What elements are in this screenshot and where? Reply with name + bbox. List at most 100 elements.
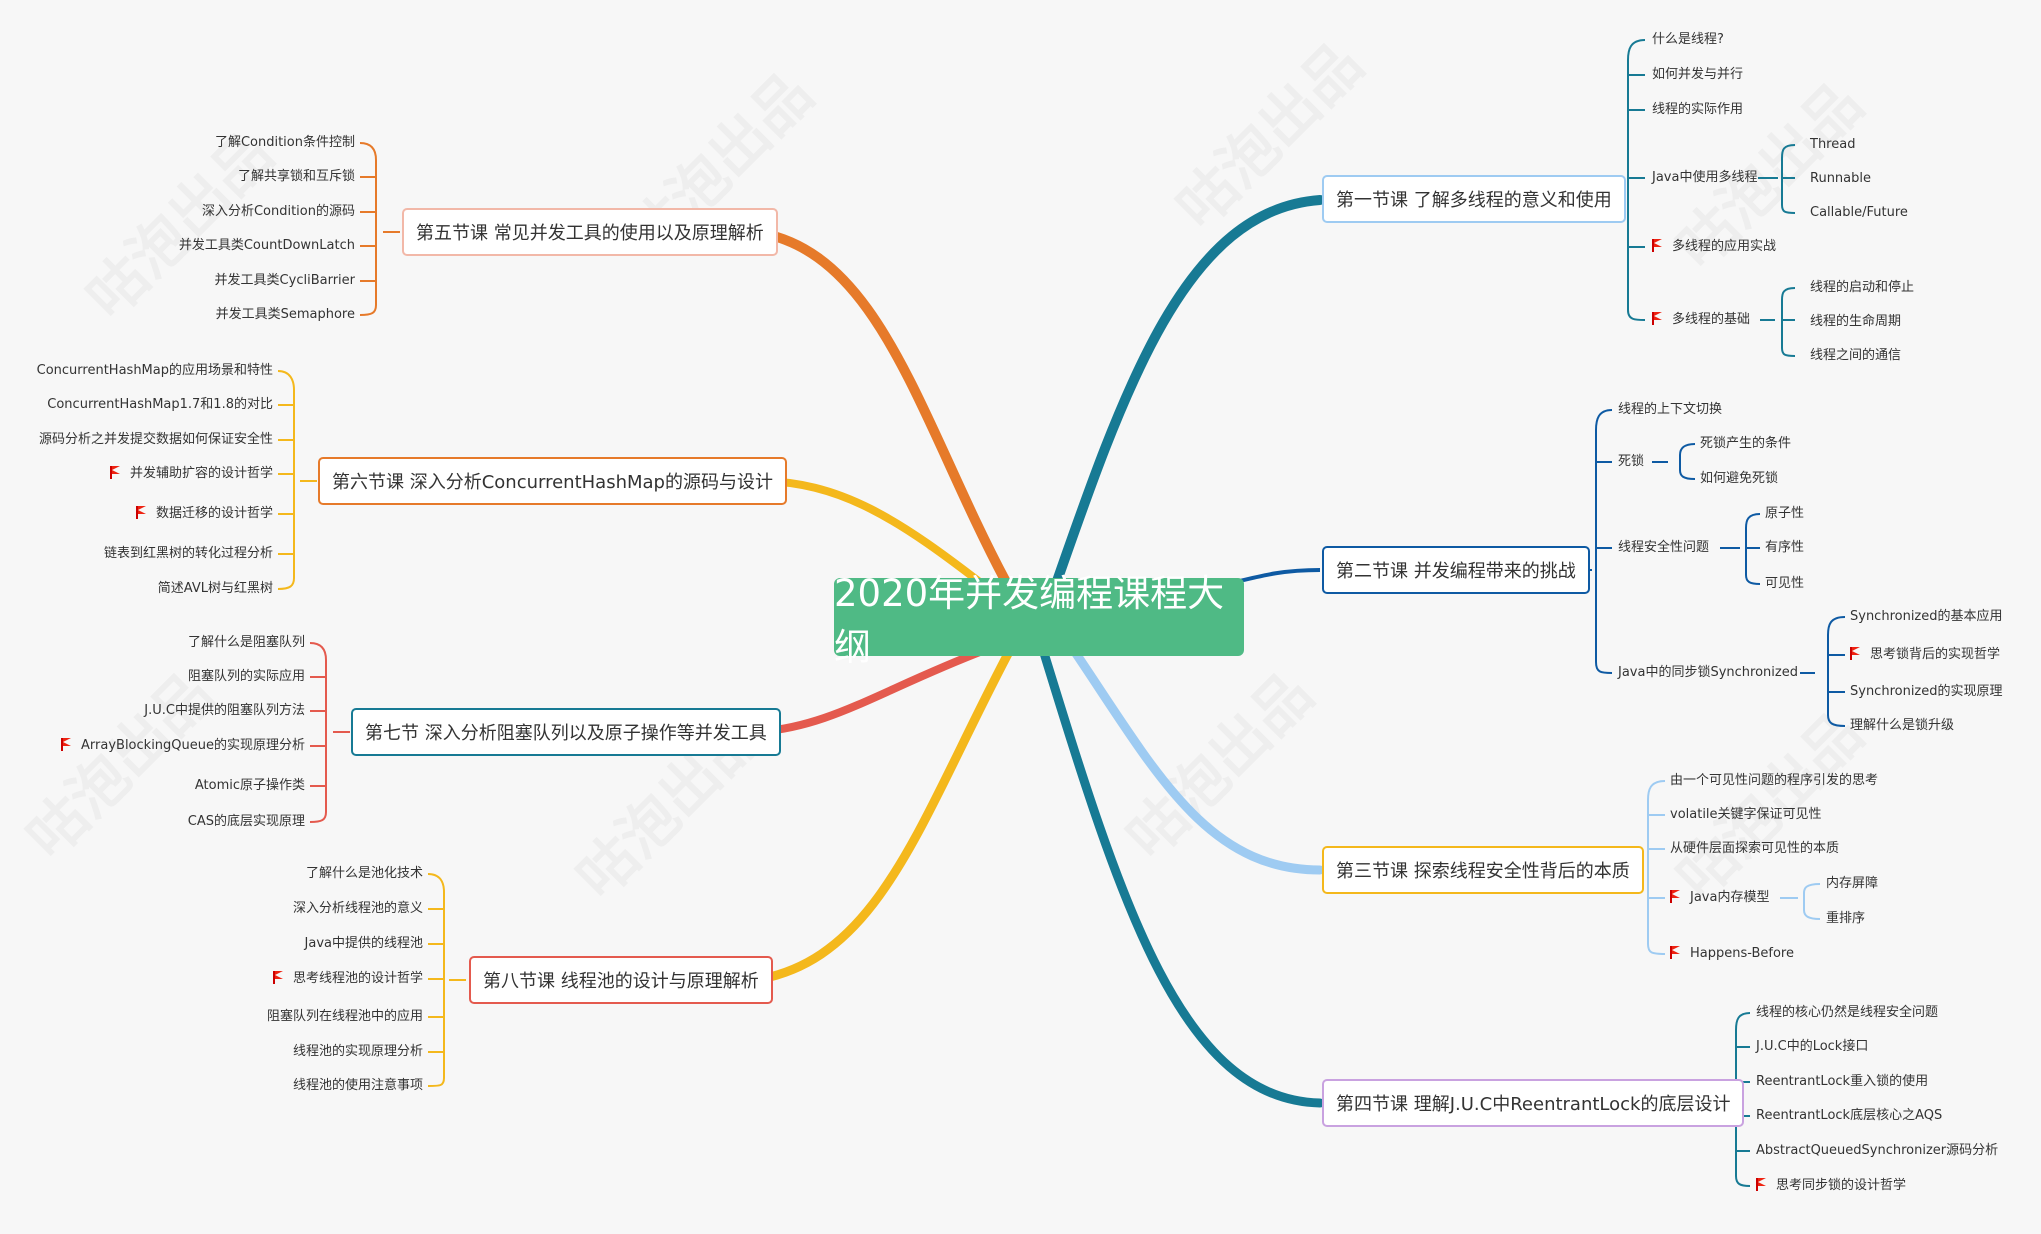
s2-deadlock-sub[interactable]: 如何避免死锁 (1700, 471, 1779, 486)
flag-icon (109, 466, 122, 479)
s1-base-sub[interactable]: 线程之间的通信 (1810, 348, 1902, 363)
s2-item[interactable]: 线程安全性问题 (1618, 540, 1710, 555)
flag-icon (1850, 647, 1862, 660)
s2-safety-sub[interactable]: 原子性 (1765, 506, 1805, 521)
section-6[interactable]: 第六节课 深入分析ConcurrentHashMap的源码与设计 (318, 457, 787, 505)
section-4[interactable]: 第四节课 理解J.U.C中ReentrantLock的底层设计 (1322, 1079, 1745, 1127)
s3-item-flagged[interactable]: Java内存模型 (1670, 890, 1769, 906)
s1-java-sub[interactable]: Runnable (1810, 171, 1871, 186)
s6-item-label: 并发辅助扩容的设计哲学 (129, 466, 273, 481)
section-3[interactable]: 第三节课 探索线程安全性背后的本质 (1322, 846, 1644, 894)
s1-item[interactable]: 线程的实际作用 (1652, 102, 1744, 117)
flag-icon (1652, 239, 1664, 252)
s6-item[interactable]: 链表到红黑树的转化过程分析 (103, 546, 273, 561)
s8-item[interactable]: 了解什么是池化技术 (305, 866, 423, 881)
s6-item[interactable]: 简述AVL树与红黑树 (157, 581, 273, 596)
s3-item-flagged[interactable]: Happens-Before (1670, 946, 1794, 962)
s1-java-sub[interactable]: Thread (1810, 137, 1856, 152)
s5-item[interactable]: 了解共享锁和互斥锁 (237, 169, 355, 184)
s2-sync-sub-flagged[interactable]: 思考锁背后的实现哲学 (1850, 647, 2000, 663)
s1-item-flagged[interactable]: 多线程的应用实战 (1652, 239, 1776, 255)
s4-item[interactable]: 线程的核心仍然是线程安全问题 (1756, 1005, 1939, 1020)
s4-item-flagged[interactable]: 思考同步锁的设计哲学 (1756, 1178, 1906, 1194)
s3-item[interactable]: 由一个可见性问题的程序引发的思考 (1670, 773, 1879, 788)
s1-java-sub[interactable]: Callable/Future (1810, 205, 1908, 220)
s6-item[interactable]: 源码分析之并发提交数据如何保证安全性 (38, 432, 273, 447)
s7-item[interactable]: J.U.C中提供的阻塞队列方法 (144, 703, 305, 718)
s6-item[interactable]: ConcurrentHashMap的应用场景和特性 (36, 363, 273, 378)
s7-item[interactable]: 阻塞队列的实际应用 (187, 669, 305, 684)
flag-icon (1756, 1178, 1768, 1191)
s5-item[interactable]: 深入分析Condition的源码 (201, 204, 355, 219)
flag-icon (272, 971, 285, 984)
s4-item[interactable]: J.U.C中的Lock接口 (1756, 1039, 1869, 1054)
s8-item[interactable]: 线程池的实现原理分析 (292, 1044, 423, 1059)
s2-sync-sub-label: 思考锁背后的实现哲学 (1870, 647, 2001, 662)
s2-item[interactable]: Java中的同步锁Synchronized (1618, 665, 1798, 680)
s2-deadlock-sub[interactable]: 死锁产生的条件 (1700, 436, 1792, 451)
s1-item[interactable]: Java中使用多线程 (1652, 170, 1758, 185)
s1-item-label: 多线程的应用实战 (1672, 239, 1777, 254)
flag-icon (1670, 946, 1682, 959)
s8-item-label: 思考线程池的设计哲学 (292, 971, 423, 986)
s2-sync-sub[interactable]: 理解什么是锁升级 (1850, 718, 1955, 733)
s2-item[interactable]: 死锁 (1618, 454, 1645, 469)
s3-item-label: Happens-Before (1690, 946, 1794, 961)
section-7[interactable]: 第七节 深入分析阻塞队列以及原子操作等并发工具 (351, 708, 781, 756)
s6-item[interactable]: ConcurrentHashMap1.7和1.8的对比 (47, 397, 273, 412)
branch-s8 (750, 645, 1015, 985)
s6-item-flagged[interactable]: 数据迁移的设计哲学 (135, 506, 273, 522)
s8-item-flagged[interactable]: 思考线程池的设计哲学 (272, 971, 423, 987)
s6-item-flagged[interactable]: 并发辅助扩容的设计哲学 (109, 466, 273, 482)
s4-item[interactable]: ReentrantLock底层核心之AQS (1756, 1108, 1943, 1123)
s7-item-label: ArrayBlockingQueue的实现原理分析 (81, 738, 305, 753)
s8-item[interactable]: 阻塞队列在线程池中的应用 (266, 1009, 423, 1024)
branch-s7 (751, 646, 989, 736)
s8-item[interactable]: 深入分析线程池的意义 (292, 901, 423, 916)
s7-item[interactable]: 了解什么是阻塞队列 (187, 635, 305, 650)
branch-s5 (750, 227, 1010, 585)
branch-s3 (1055, 625, 1325, 875)
section-1[interactable]: 第一节课 了解多线程的意义和使用 (1322, 175, 1626, 223)
s1-item[interactable]: 什么是线程? (1652, 32, 1724, 47)
s1-base-sub[interactable]: 线程的启动和停止 (1810, 280, 1915, 295)
s7-item-flagged[interactable]: ArrayBlockingQueue的实现原理分析 (61, 738, 305, 754)
s3-item-label: Java内存模型 (1690, 890, 1770, 905)
s5-item[interactable]: 并发工具类CountDownLatch (178, 238, 355, 253)
flag-icon (61, 738, 73, 751)
flag-icon (135, 506, 148, 519)
s1-item[interactable]: 如何并发与并行 (1652, 67, 1744, 82)
s3-jmm-sub[interactable]: 重排序 (1826, 911, 1866, 926)
s7-item[interactable]: CAS的底层实现原理 (187, 814, 305, 829)
section-2[interactable]: 第二节课 并发编程带来的挑战 (1322, 546, 1590, 594)
s3-item[interactable]: volatile关键字保证可见性 (1670, 807, 1822, 822)
root-title[interactable]: 2020年并发编程课程大纲 (834, 572, 1244, 669)
branch-s1 (1035, 195, 1325, 635)
s7-item[interactable]: Atomic原子操作类 (194, 778, 305, 793)
s1-item-flagged[interactable]: 多线程的基础 (1652, 312, 1750, 328)
s2-safety-sub[interactable]: 可见性 (1765, 576, 1805, 591)
flag-icon (1652, 312, 1664, 325)
s2-sync-sub[interactable]: Synchronized的基本应用 (1850, 609, 2003, 624)
section-8[interactable]: 第八节课 线程池的设计与原理解析 (469, 956, 773, 1004)
section-5[interactable]: 第五节课 常见并发工具的使用以及原理解析 (402, 208, 778, 256)
s3-item[interactable]: 从硬件层面探索可见性的本质 (1670, 841, 1840, 856)
flag-icon (1670, 890, 1682, 903)
s2-sync-sub[interactable]: Synchronized的实现原理 (1850, 684, 2003, 699)
s5-item[interactable]: 了解Condition条件控制 (214, 135, 355, 150)
s4-item[interactable]: AbstractQueuedSynchronizer源码分析 (1756, 1143, 1999, 1158)
s1-item-label: 多线程的基础 (1672, 312, 1751, 327)
s2-item[interactable]: 线程的上下文切换 (1618, 402, 1723, 417)
s2-safety-sub[interactable]: 有序性 (1765, 540, 1805, 555)
s8-item[interactable]: 线程池的使用注意事项 (292, 1078, 423, 1093)
s5-item[interactable]: 并发工具类CycliBarrier (214, 273, 355, 288)
s5-item[interactable]: 并发工具类Semaphore (215, 307, 355, 322)
branch-s4 (1035, 635, 1325, 1108)
s4-item-label: 思考同步锁的设计哲学 (1776, 1178, 1907, 1193)
s3-jmm-sub[interactable]: 内存屏障 (1826, 876, 1879, 891)
s8-item[interactable]: Java中提供的线程池 (304, 936, 423, 951)
s1-base-sub[interactable]: 线程的生命周期 (1810, 314, 1902, 329)
s4-item[interactable]: ReentrantLock重入锁的使用 (1756, 1074, 1929, 1089)
